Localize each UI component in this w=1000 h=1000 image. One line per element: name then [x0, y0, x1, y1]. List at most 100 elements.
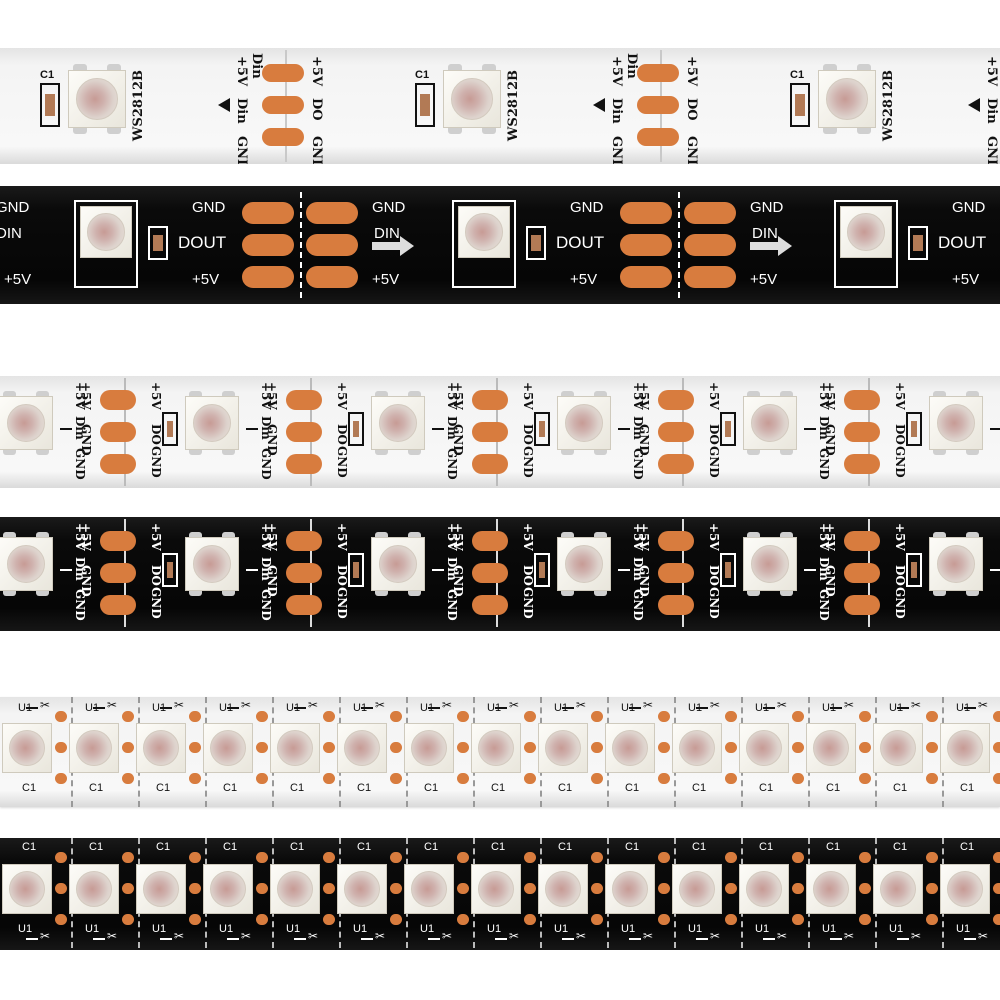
arrow-right-icon [763, 707, 775, 709]
led-leg [561, 446, 575, 456]
arrow-right-icon [93, 938, 105, 940]
led-lens [76, 871, 112, 907]
solder-pad [286, 422, 322, 442]
led-lens [612, 730, 648, 766]
led-chip [371, 537, 425, 591]
capacitor-body [353, 420, 359, 438]
led-leg [933, 531, 947, 541]
led-leg [593, 446, 607, 456]
led-chip [404, 864, 454, 914]
cut-line [300, 192, 302, 298]
pad-label: GND [265, 565, 279, 597]
pad-label: C1 [89, 782, 104, 794]
capacitor-body [725, 420, 731, 438]
pad-label: U1 [889, 923, 904, 935]
pad-label: +5V [309, 56, 324, 87]
led-leg [965, 531, 979, 541]
solder-pad [658, 914, 669, 925]
solder-pad [637, 64, 679, 82]
solder-pad [100, 531, 136, 551]
solder-pad [242, 266, 294, 288]
capacitor-body [45, 93, 55, 117]
led-chip [270, 723, 320, 773]
scissors-icon: ✂ [844, 698, 855, 712]
solder-pad [524, 883, 535, 894]
pad-label: C1 [424, 841, 439, 853]
scissors-icon: ✂ [978, 929, 989, 943]
led-leg [933, 446, 947, 456]
solder-pad [658, 454, 694, 474]
pad-label: GND [79, 424, 93, 456]
arrow-right-icon [830, 938, 842, 940]
pad-label: GND [451, 424, 465, 456]
led-outline [834, 200, 898, 288]
arrow-right-icon [93, 707, 105, 709]
led-lens [277, 871, 313, 907]
pad-label: C1 [759, 841, 774, 853]
led-leg [965, 390, 979, 400]
solder-pad [591, 883, 602, 894]
led-lens [746, 871, 782, 907]
pad-label: U1 [219, 703, 233, 714]
pad-label: GND [451, 565, 465, 597]
solder-pad [926, 883, 937, 894]
led-lens [344, 871, 380, 907]
pad-label: DO [521, 565, 535, 586]
arrow-right-icon [294, 707, 306, 709]
solder-pad [189, 883, 200, 894]
solder-pad [390, 914, 401, 925]
solder-pad [637, 96, 679, 114]
solder-pad [591, 852, 602, 863]
pad-label: U1 [420, 703, 434, 714]
solder-pad [524, 742, 535, 753]
solder-pad [844, 454, 880, 474]
solder-pad [390, 773, 401, 784]
capacitor [906, 553, 922, 587]
capacitor-body [167, 420, 173, 438]
pad-label: U1 [688, 703, 702, 714]
led-leg [72, 124, 87, 134]
pad-label: +5V [984, 56, 999, 87]
led-leg [593, 587, 607, 597]
led-chip [557, 396, 611, 450]
pad-label: GND [707, 446, 721, 478]
led-leg [933, 587, 947, 597]
solder-pad [457, 914, 468, 925]
pad-label: U1 [621, 703, 635, 714]
solder-pad [323, 914, 334, 925]
pad-label: DO [521, 424, 535, 445]
led-chip [337, 864, 387, 914]
solder-pad [457, 883, 468, 894]
pad-label: U1 [487, 703, 501, 714]
pad-label: GND [149, 587, 163, 619]
pad-label: C1 [156, 782, 171, 794]
led-leg [933, 390, 947, 400]
solder-pad [286, 454, 322, 474]
led-lens [465, 213, 503, 251]
capacitor-body [539, 561, 545, 579]
led-lens [746, 730, 782, 766]
led-lens [750, 544, 790, 584]
pad-label: GND [372, 199, 406, 216]
solder-pad [725, 773, 736, 784]
solder-pad [658, 742, 669, 753]
arrow-left-icon [990, 428, 1000, 430]
pad-label: C1 [357, 841, 372, 853]
pad-label: C1 [960, 841, 975, 853]
arrow-right-icon [160, 938, 172, 940]
arrow-left-icon [432, 428, 444, 430]
led-lens [478, 730, 514, 766]
pad-label: WS2812B [881, 70, 896, 142]
pad-label: +5V [521, 523, 535, 551]
led-leg [747, 446, 761, 456]
scissors-icon: ✂ [174, 698, 185, 712]
pad-label: GND [445, 589, 459, 621]
solder-pad [859, 883, 870, 894]
led-leg [221, 446, 235, 456]
pad-label: C1 [223, 782, 238, 794]
pad-label: GND [521, 446, 535, 478]
led-lens [936, 544, 976, 584]
scissors-icon: ✂ [710, 929, 721, 943]
led-leg [375, 446, 389, 456]
